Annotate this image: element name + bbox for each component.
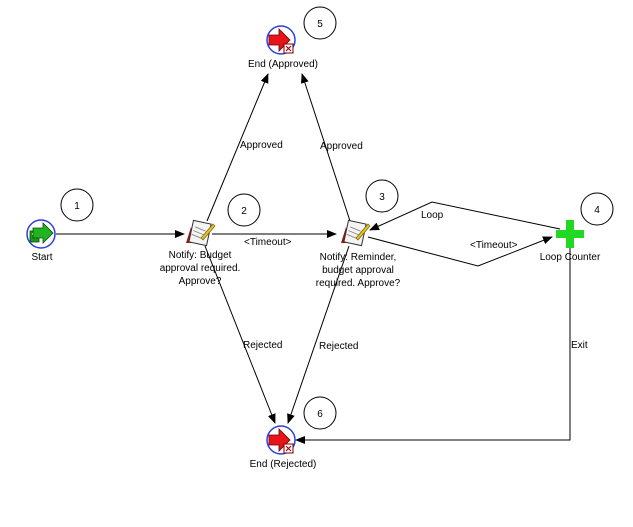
node-end-approved[interactable]: End (Approved): [248, 25, 318, 70]
svg-text:2: 2: [241, 206, 247, 217]
end-process-icon: [266, 425, 296, 455]
edge-label-rejected: Rejected: [319, 341, 358, 352]
node-label-line: budget approval: [322, 265, 394, 276]
callout-5: 5: [303, 6, 337, 40]
end-process-icon: [266, 25, 296, 55]
node-label-start: Start: [31, 252, 52, 263]
callout-6: 6: [303, 396, 337, 430]
node-start[interactable]: Start: [26, 219, 56, 263]
svg-text:5: 5: [317, 19, 323, 30]
svg-text:1: 1: [74, 201, 80, 212]
notification-icon: [341, 219, 371, 247]
callout-1: 1: [60, 188, 94, 222]
node-loop-counter[interactable]: Loop Counter: [540, 220, 601, 263]
edge-reminder-to-end-approved[interactable]: [300, 73, 351, 222]
node-notify-budget[interactable]: Notify: Budget approval required. Approv…: [160, 219, 241, 287]
edge-notify-to-end-approved[interactable]: [206, 73, 269, 222]
edge-reminder-to-loop-counter-timeout[interactable]: [367, 236, 553, 267]
node-label-end-rejected: End (Rejected): [250, 459, 317, 470]
callout-2: 2: [227, 193, 261, 227]
edge-label-timeout: <Timeout>: [470, 240, 518, 251]
loop-counter-icon: [556, 220, 584, 248]
node-label-end-approved: End (Approved): [248, 59, 318, 70]
node-label-line: approval required.: [160, 263, 241, 274]
edge-notify-to-end-rejected[interactable]: [204, 245, 276, 424]
edge-label-timeout: <Timeout>: [244, 237, 292, 248]
callout-4: 4: [580, 192, 614, 226]
start-process-icon: [26, 219, 56, 249]
node-label-loop-counter: Loop Counter: [540, 252, 601, 263]
node-end-rejected[interactable]: End (Rejected): [250, 425, 317, 470]
node-label-line: required. Approve?: [316, 278, 401, 289]
edge-label-rejected: Rejected: [243, 340, 282, 351]
edges: [56, 73, 571, 444]
svg-text:4: 4: [594, 205, 600, 216]
node-notify-reminder[interactable]: Notify: Reminder, budget approval requir…: [316, 219, 401, 289]
edge-reminder-to-end-rejected[interactable]: [287, 245, 350, 424]
notification-icon: [186, 219, 216, 247]
edge-label-approved: Approved: [240, 140, 283, 151]
node-label-line: Notify: Reminder,: [320, 252, 397, 263]
edge-loop-counter-to-end-rejected-exit[interactable]: [295, 247, 571, 444]
edge-label-approved: Approved: [320, 141, 363, 152]
edge-loop-counter-to-reminder-loop[interactable]: [369, 201, 561, 231]
edge-labels: Approved Approved Rejected Rejected <Tim…: [240, 140, 588, 352]
edge-label-loop: Loop: [421, 210, 444, 221]
node-label-line: Approve?: [179, 276, 222, 287]
callout-3: 3: [365, 179, 399, 213]
svg-text:3: 3: [379, 192, 385, 203]
node-label-line: Notify: Budget: [169, 250, 232, 261]
edge-label-exit: Exit: [571, 340, 588, 351]
callouts: 1 2 3 4 5 6: [60, 6, 614, 430]
svg-text:6: 6: [317, 409, 323, 420]
